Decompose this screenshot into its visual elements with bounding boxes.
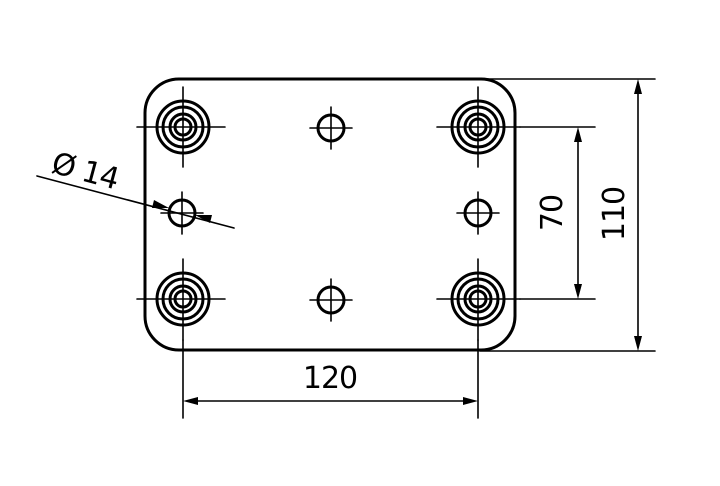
height-label: 110 (597, 187, 632, 241)
hole-bottom-middle (309, 278, 353, 322)
hole-mid-right (456, 191, 500, 235)
diameter-label: Ø 14 (48, 146, 122, 197)
hole-spacing-dimension (519, 126, 596, 300)
plate-outline (143, 77, 517, 352)
hole-spacing-label: 70 (535, 195, 570, 231)
hole-mid-left (160, 191, 204, 235)
bolt-top-right (436, 86, 521, 168)
width-dimension (182, 339, 479, 419)
height-dimension (479, 78, 656, 352)
bolt-bottom-right (436, 258, 521, 341)
width-label: 120 (303, 361, 357, 396)
bolt-bottom-left (136, 258, 226, 341)
bolt-top-left (136, 86, 226, 168)
diameter-leader (36, 175, 235, 229)
hole-top-middle (309, 106, 353, 150)
